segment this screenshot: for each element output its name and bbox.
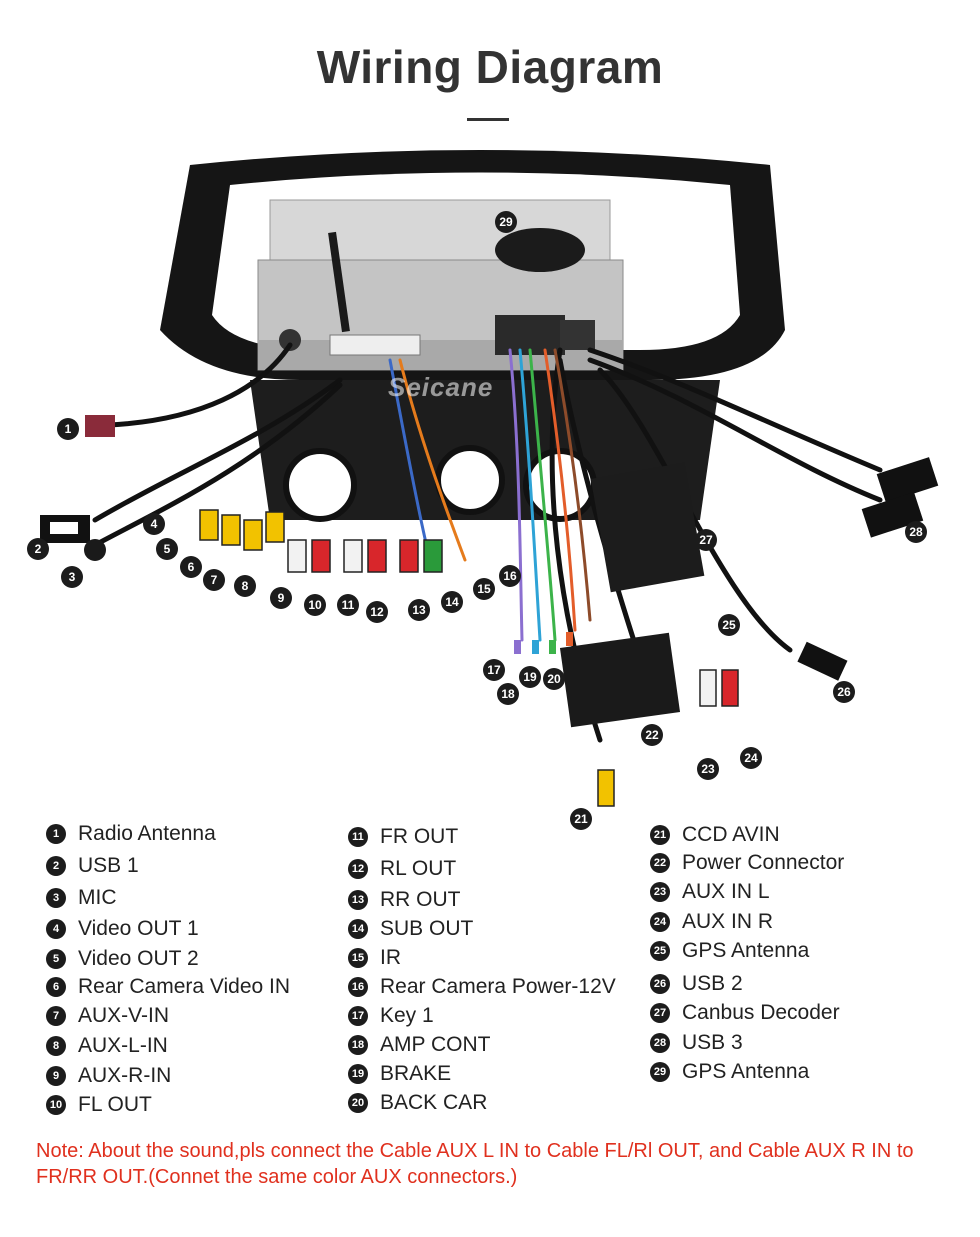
vent-left (283, 448, 357, 522)
callout-3: 3 (61, 566, 83, 588)
callout-18: 18 (497, 683, 519, 705)
usb3-a (876, 457, 939, 503)
canbus-decoder (590, 462, 705, 593)
power-connector (559, 632, 681, 728)
connector-small (560, 320, 595, 350)
callout-22: 22 (641, 724, 663, 746)
callout-29: 29 (495, 211, 517, 233)
page-title: Wiring Diagram (316, 41, 664, 93)
callout-20: 20 (543, 668, 565, 690)
callout-26: 26 (833, 681, 855, 703)
usb2-plug (797, 641, 848, 681)
callout-25: 25 (718, 614, 740, 636)
callout-13: 13 (408, 599, 430, 621)
wiring-illustration (40, 150, 939, 807)
callout-2: 2 (27, 538, 49, 560)
callout-14: 14 (441, 591, 463, 613)
callout-7: 7 (203, 569, 225, 591)
callout-28: 28 (905, 521, 927, 543)
connector-block (329, 334, 421, 356)
callout-16: 16 (499, 565, 521, 587)
wifi-antenna (328, 231, 350, 333)
callout-12: 12 (366, 601, 388, 623)
pin-terminals (514, 632, 573, 654)
callout-11: 11 (337, 594, 359, 616)
harness-wires (388, 348, 592, 642)
mic-plug (84, 539, 106, 561)
gps-puck (495, 228, 585, 272)
usb3-b (861, 492, 924, 538)
watermark: Seicane (388, 372, 494, 402)
radio-antenna-plug (85, 415, 115, 437)
callout-6: 6 (180, 556, 202, 578)
callout-21: 21 (570, 808, 592, 830)
callout-10: 10 (304, 594, 326, 616)
callout-19: 19 (519, 666, 541, 688)
callout-23: 23 (697, 758, 719, 780)
usb1-port (50, 522, 78, 534)
title-underline (467, 118, 509, 121)
sound-note: Note: About the sound,pls connect the Ca… (36, 1140, 914, 1188)
rca-connectors (199, 509, 739, 807)
connector-main (495, 315, 565, 355)
callout-4: 4 (143, 513, 165, 535)
vent-center (435, 445, 505, 515)
callout-1: 1 (57, 418, 79, 440)
callout-15: 15 (473, 578, 495, 600)
callout-8: 8 (234, 575, 256, 597)
callout-17: 17 (483, 659, 505, 681)
callout-24: 24 (740, 747, 762, 769)
antenna-jack (279, 329, 301, 351)
callout-9: 9 (270, 587, 292, 609)
callout-5: 5 (156, 538, 178, 560)
callout-27: 27 (695, 529, 717, 551)
